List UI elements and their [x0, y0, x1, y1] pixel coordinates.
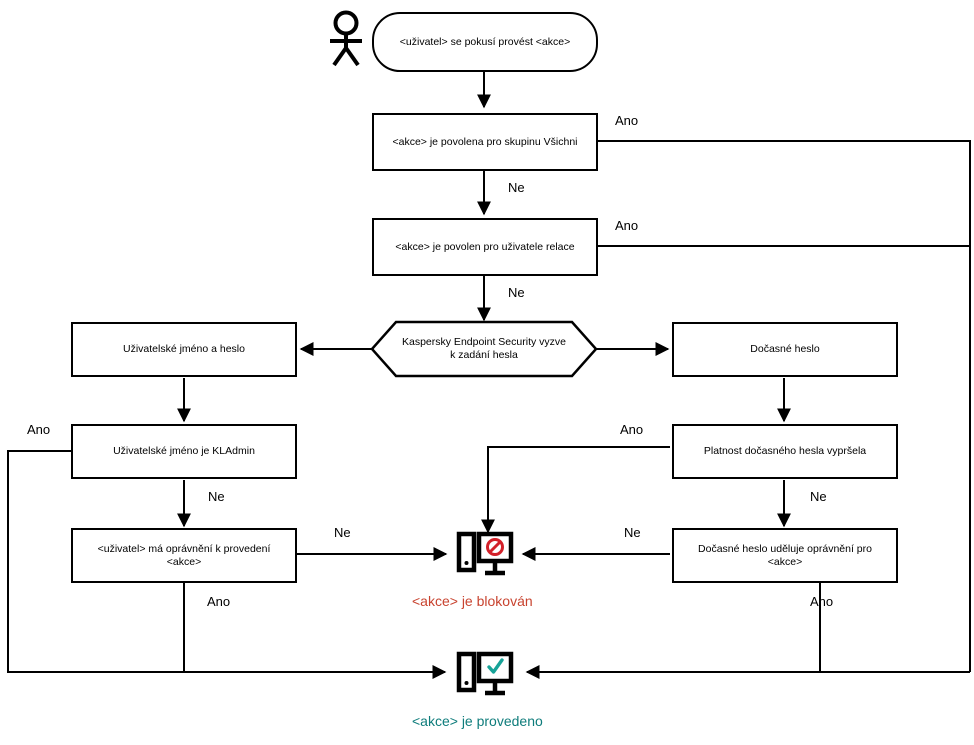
node-username-password-label: Uživatelské jméno a heslo: [123, 343, 245, 355]
node-temp-password-grants[interactable]: Dočasné heslo uděluje oprávnění pro <akc…: [672, 528, 898, 583]
edge-label-yes-permission: Ano: [207, 594, 231, 609]
node-start[interactable]: <uživatel> se pokusí provést <akce>: [372, 12, 598, 72]
node-allowed-everyone[interactable]: <akce> je povolena pro skupinu Všichni: [372, 113, 598, 171]
action-blocked-label: <akce> je blokován: [412, 593, 533, 609]
edge-label-no-grants: Ne: [624, 525, 641, 540]
action-performed-icon: [456, 650, 514, 700]
node-prompt-password[interactable]: Kaspersky Endpoint Security vyzve k zadá…: [370, 320, 598, 378]
node-temp-password-expired[interactable]: Platnost dočasného hesla vypršela: [672, 424, 898, 479]
node-temp-password-expired-label: Platnost dočasného hesla vypršela: [703, 445, 867, 457]
node-prompt-password-label: Kaspersky Endpoint Security vyzve k zadá…: [402, 336, 566, 361]
node-allowed-everyone-label: <akce> je povolena pro skupinu Všichni: [392, 135, 578, 148]
action-performed-label: <akce> je provedeno: [412, 713, 543, 729]
action-blocked-icon: [456, 530, 514, 580]
edge-label-no-everyone: Ne: [508, 180, 525, 195]
node-start-label: <uživatel> se pokusí provést <akce>: [399, 35, 571, 48]
node-temporary-password[interactable]: Dočasné heslo: [672, 322, 898, 377]
node-temporary-password-label: Dočasné heslo: [750, 343, 820, 355]
edge-label-yes-kladmin: Ano: [27, 422, 51, 437]
user-actor-icon: [322, 10, 370, 68]
node-allowed-session-user[interactable]: <akce> je povolen pro uživatele relace: [372, 218, 598, 276]
node-username-password[interactable]: Uživatelské jméno a heslo: [71, 322, 297, 377]
node-temp-password-grants-label: Dočasné heslo uděluje oprávnění pro <akc…: [698, 542, 872, 568]
edge-label-no-kladmin: Ne: [208, 489, 225, 504]
edge-label-yes-session: Ano: [615, 218, 639, 233]
node-is-kladmin-label: Uživatelské jméno je KLAdmin: [113, 445, 255, 457]
node-user-has-permission-label: <uživatel> má oprávnění k provedení <akc…: [97, 542, 271, 568]
node-is-kladmin[interactable]: Uživatelské jméno je KLAdmin: [71, 424, 297, 479]
node-user-has-permission[interactable]: <uživatel> má oprávnění k provedení <akc…: [71, 528, 297, 583]
edge-label-yes-grants: Ano: [810, 594, 834, 609]
edge-label-yes-expired: Ano: [620, 422, 644, 437]
node-allowed-session-user-label: <akce> je povolen pro uživatele relace: [395, 240, 575, 253]
edge-label-no-session: Ne: [508, 285, 525, 300]
edge-label-no-expired: Ne: [810, 489, 827, 504]
edge-label-yes-everyone: Ano: [615, 113, 639, 128]
edge-label-no-permission: Ne: [334, 525, 351, 540]
